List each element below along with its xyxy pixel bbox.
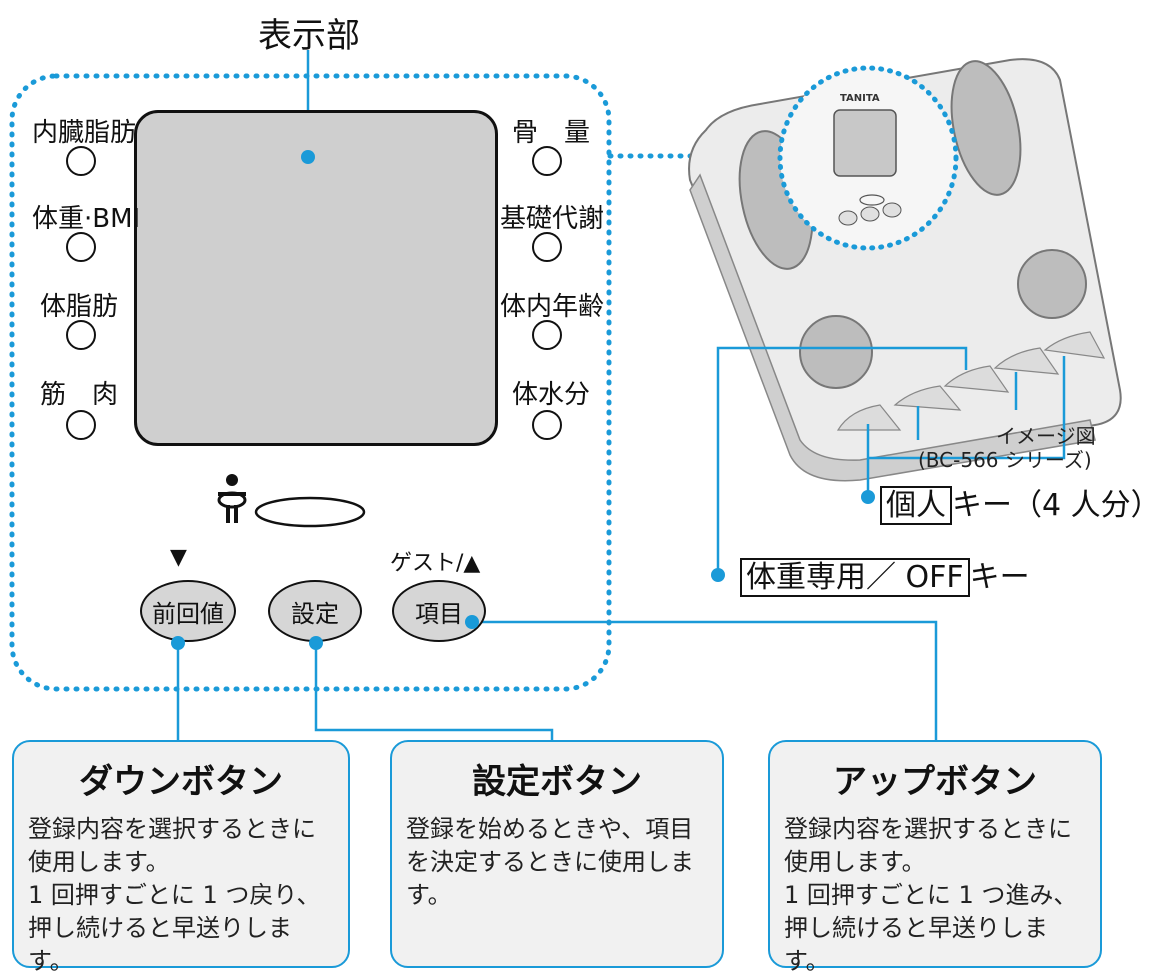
callout-title: アップボタン [833,762,1037,802]
callout-line: 1 回押すごとに 1 つ進み、 [784,881,1078,909]
display-title: 表示部 [258,16,360,56]
indicator-lamp-visceral-fat [66,146,96,176]
person-icon [217,474,247,523]
device-caption-line1: イメージ図 [996,424,1096,448]
off-key-dot [711,568,725,582]
indicator-label-muscle: 筋 肉 [40,380,119,410]
indicator-label-body-water: 体水分 [512,380,591,410]
indicator-label-bone-mass: 骨 量 [512,118,591,148]
indicator-label-weight-bmi: 体重·BMI [32,204,141,234]
callout-line: 登録を始めるときや、項目 [406,815,694,843]
item-button[interactable]: 項目 [392,580,486,642]
prev-button-dot [171,636,185,650]
indicator-lamp-bone-mass [532,146,562,176]
personal-key-suffix: キー（4 人分） [952,488,1152,523]
callout-down-button: ダウンボタン 登録内容を選択するときに 使用します。 1 回押すごとに 1 つ戻… [12,740,350,975]
down-arrow-label: ▼ [170,545,187,570]
device-brand: TANITA [840,93,880,104]
off-key-box: 体重専用／ OFF [740,558,970,597]
indicator-lamp-body-water [532,410,562,440]
callout-line: 登録内容を選択するときに [784,815,1072,843]
callout-line: を決定するときに使用しま [406,848,694,876]
callout-line: 使用します。 [784,848,926,876]
display-dot [301,150,315,164]
set-leader [314,642,554,742]
callout-title: 設定ボタン [472,762,642,802]
indicator-label-visceral-fat: 内臓脂肪 [32,118,137,148]
callout-line: 登録内容を選択するときに [28,815,316,843]
indicator-lamp-body-age [532,320,562,350]
callout-up-button: アップボタン 登録内容を選択するときに 使用します。 1 回押すごとに 1 つ進… [768,740,1102,975]
guest-up-label: ゲスト/▲ [390,551,481,576]
callout-line: 1 回押すごとに 1 つ戻り、 [28,881,321,909]
indicator-lamp-basal-metabolism [532,232,562,262]
set-button[interactable]: 設定 [268,580,362,642]
indicator-label-body-age: 体内年齢 [500,292,605,322]
personal-key-dot [861,490,875,504]
device-illustration [688,58,1122,482]
set-button-dot [309,636,323,650]
callout-set-button: 設定ボタン 登録を始めるときや、項目 を決定するときに使用しま す。 [390,740,724,968]
off-key-suffix: キー [969,560,1030,595]
personal-key-box: 個人 [880,486,952,525]
callout-line: 使用します。 [28,848,170,876]
indicator-lamp-weight-bmi [66,232,96,262]
indicator-label-basal-metabolism: 基礎代謝 [500,204,605,234]
personal-key-label: 個人キー（4 人分） [880,480,1152,525]
lcd-display [134,110,498,446]
prev-value-button[interactable]: 前回値 [140,580,236,642]
callout-line: す。 [406,881,452,909]
off-key-leader [716,346,968,575]
oval-indicator [254,496,366,528]
indicator-lamp-muscle [66,410,96,440]
item-button-dot [465,615,479,629]
callout-title: ダウンボタン [79,762,283,802]
indicator-label-body-fat: 体脂肪 [40,292,119,322]
callout-line: 押し続けると早送りします。 [28,914,292,975]
callout-line: 押し続けると早送りします。 [784,914,1048,975]
panel-outline [9,73,612,692]
device-caption-line2: (BC-566 シリーズ) [918,448,1092,472]
personal-key-leader [866,356,1066,460]
up-leader [472,620,938,742]
indicator-lamp-body-fat [66,320,96,350]
